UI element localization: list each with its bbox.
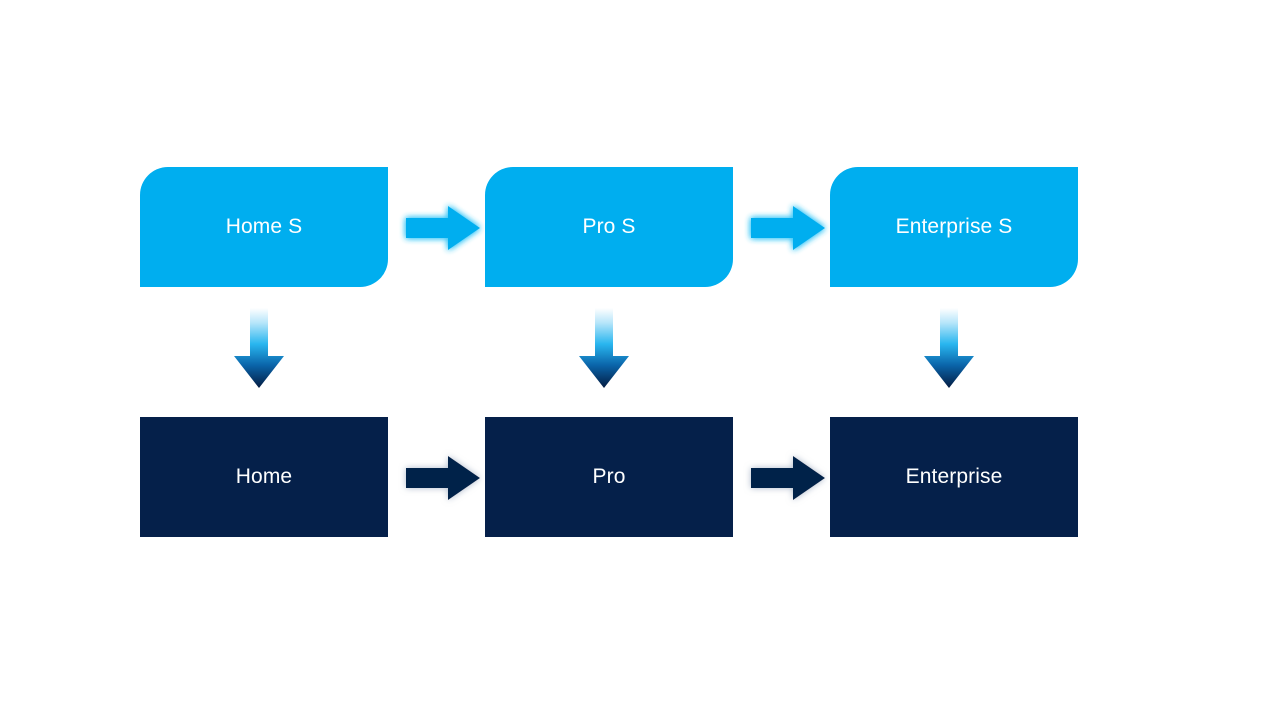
arrow-right-icon xyxy=(751,206,825,250)
arrow-enterprise-s-to-enterprise xyxy=(918,308,980,392)
arrow-right-icon xyxy=(406,206,480,250)
node-label: Pro S xyxy=(582,215,636,239)
arrow-home-to-pro xyxy=(400,450,486,506)
arrow-home-s-to-pro-s xyxy=(400,200,486,256)
node-label: Enterprise S xyxy=(895,215,1013,239)
node-label: Enterprise xyxy=(905,465,1003,489)
node-home[interactable]: Home xyxy=(140,417,388,537)
node-label: Home xyxy=(235,465,293,489)
arrow-home-s-to-home xyxy=(228,308,290,392)
arrow-pro-s-to-pro xyxy=(573,308,635,392)
arrow-pro-to-enterprise xyxy=(745,450,831,506)
node-enterprise[interactable]: Enterprise xyxy=(830,417,1078,537)
node-enterprise-s[interactable]: Enterprise S xyxy=(830,167,1078,287)
arrow-right-icon xyxy=(751,456,825,500)
arrow-down-icon xyxy=(924,308,974,388)
arrow-pro-s-to-enterprise-s xyxy=(745,200,831,256)
arrow-down-icon xyxy=(234,308,284,388)
node-label: Pro xyxy=(592,465,626,489)
node-pro[interactable]: Pro xyxy=(485,417,733,537)
node-pro-s[interactable]: Pro S xyxy=(485,167,733,287)
arrow-down-icon xyxy=(579,308,629,388)
node-label: Home S xyxy=(225,215,303,239)
arrow-right-icon xyxy=(406,456,480,500)
node-home-s[interactable]: Home S xyxy=(140,167,388,287)
